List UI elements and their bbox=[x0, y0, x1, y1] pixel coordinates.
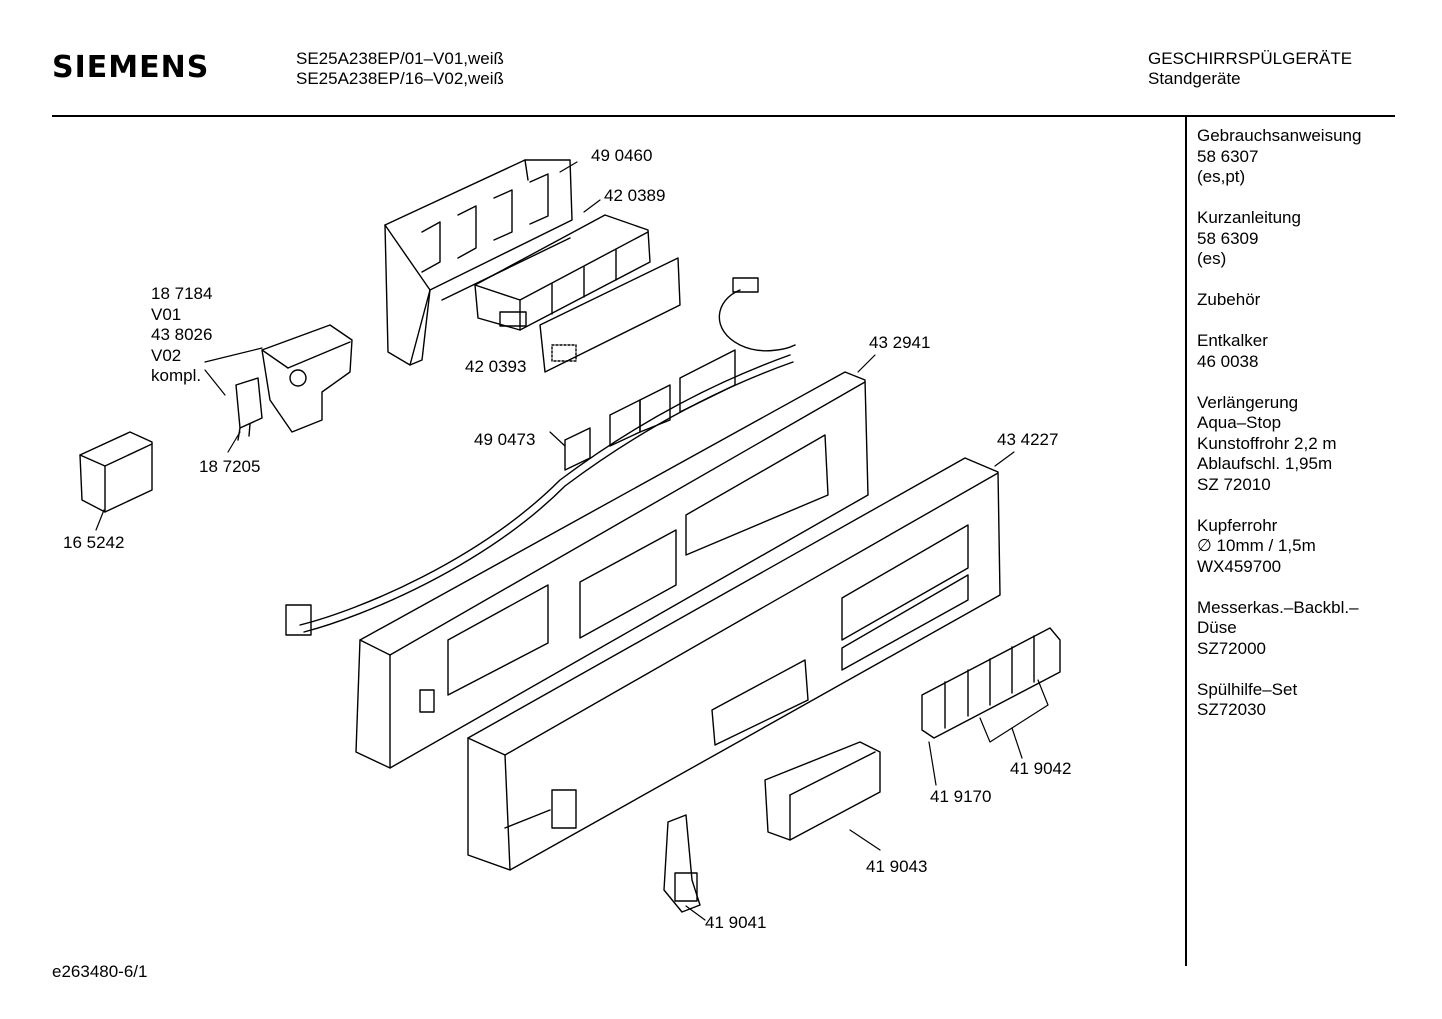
sidebar-group-manual: Gebrauchsanweisung 58 6307 (es,pt) bbox=[1197, 126, 1437, 188]
sidebar-group-quick-guide: Kurzanleitung 58 6309 (es) bbox=[1197, 208, 1437, 270]
sidebar-line: Spülhilfe–Set bbox=[1197, 679, 1298, 699]
switch-187205 bbox=[235, 377, 263, 441]
sidebar-line: Kupferrohr bbox=[1197, 515, 1278, 535]
sidebar-line: Kunstoffrohr 2,2 m bbox=[1197, 433, 1337, 453]
sidebar-line: Verlängerung bbox=[1197, 392, 1299, 412]
part-label: 43 2941 bbox=[869, 333, 931, 352]
brand-logo: SIEMENS bbox=[52, 50, 210, 85]
document-id: e263480-6/1 bbox=[52, 962, 148, 981]
part-label: 18 7205 bbox=[199, 457, 261, 476]
sidebar-line: (es) bbox=[1197, 249, 1227, 268]
sidebar-line: (es,pt) bbox=[1197, 167, 1246, 186]
category-title: GESCHIRRSPÜLGERÄTE bbox=[1148, 49, 1353, 68]
model-line: SE25A238EP/01–V01,weiß bbox=[296, 49, 504, 68]
sidebar-group-cutlery-nozzle: Messerkas.–Backbl.– Düse SZ72000 bbox=[1197, 598, 1437, 660]
slider-419041 bbox=[663, 814, 701, 913]
button-block-420389 bbox=[474, 214, 651, 331]
part-label: 41 9041 bbox=[705, 913, 767, 932]
sidebar-group-extension: Verlängerung Aqua–Stop Kunstoffrohr 2,2 … bbox=[1197, 393, 1437, 496]
sidebar-group-accessories: Zubehör bbox=[1197, 290, 1437, 311]
sidebar-line: SZ72030 bbox=[1197, 700, 1266, 719]
display-foil-420393 bbox=[539, 257, 681, 373]
sidebar-line: Zubehör bbox=[1197, 290, 1261, 309]
front-panel-434227 bbox=[467, 457, 1001, 871]
sidebar-line: Gebrauchsanweisung bbox=[1197, 126, 1362, 145]
sidebar-group-copper-pipe: Kupferrohr ∅ 10mm / 1,5m WX459700 bbox=[1197, 516, 1437, 578]
parts-illustration bbox=[79, 159, 1061, 921]
panel-frame-432941 bbox=[355, 371, 869, 769]
relay-165242 bbox=[79, 431, 153, 513]
leader-lines bbox=[95, 161, 1049, 921]
part-label: 41 9043 bbox=[866, 857, 928, 876]
header-divider bbox=[52, 115, 1395, 117]
sidebar-line: Entkalker bbox=[1197, 331, 1268, 350]
sidebar-line: Kurzanleitung bbox=[1197, 208, 1301, 227]
sidebar-line: SZ 72010 bbox=[1197, 474, 1271, 494]
sidebar-line: 58 6307 bbox=[1197, 146, 1259, 166]
part-label: 49 0460 bbox=[591, 146, 653, 165]
sidebar-group-descaler: Entkalker 46 0038 bbox=[1197, 331, 1437, 372]
sidebar-line: Messerkas.–Backbl.– bbox=[1197, 597, 1359, 617]
sidebar-divider bbox=[1185, 117, 1187, 966]
accessories-sidebar: Gebrauchsanweisung 58 6307 (es,pt) Kurza… bbox=[1197, 126, 1437, 741]
part-label: 41 9042 bbox=[1010, 759, 1072, 778]
part-label: 18 7184 V01 43 8026 V02 kompl. bbox=[151, 284, 213, 385]
sidebar-line: Düse bbox=[1197, 618, 1237, 637]
valve-187184 bbox=[261, 324, 353, 433]
part-label: 49 0473 bbox=[474, 430, 536, 449]
electronic-module-490460 bbox=[384, 159, 573, 366]
model-list: SE25A238EP/01–V01,weiß SE25A238EP/16–V02… bbox=[296, 49, 504, 89]
rocker-419043 bbox=[764, 741, 881, 841]
sidebar-line: Ablaufschl. 1,95m bbox=[1197, 454, 1333, 473]
sidebar-group-rinse-aid: Spülhilfe–Set SZ72030 bbox=[1197, 680, 1437, 721]
button-row-419042 bbox=[921, 627, 1061, 739]
category: GESCHIRRSPÜLGERÄTE Standgeräte bbox=[1148, 49, 1352, 89]
part-label: 42 0393 bbox=[465, 357, 527, 376]
part-label: 42 0389 bbox=[604, 186, 666, 205]
sidebar-line: Aqua–Stop bbox=[1197, 413, 1282, 432]
sidebar-line: SZ72000 bbox=[1197, 638, 1266, 658]
sidebar-line: WX459700 bbox=[1197, 556, 1282, 576]
cable-harness-490473 bbox=[285, 277, 796, 636]
exploded-parts-drawing: 49 0460 42 0389 18 7184 V01 43 8026 V02 … bbox=[63, 146, 1072, 932]
model-line: SE25A238EP/16–V02,weiß bbox=[296, 69, 504, 88]
sidebar-line: 58 6309 bbox=[1197, 228, 1259, 248]
part-label: 43 4227 bbox=[997, 430, 1059, 449]
part-label: 16 5242 bbox=[63, 533, 125, 552]
category-subtitle: Standgeräte bbox=[1148, 69, 1241, 88]
sidebar-line: ∅ 10mm / 1,5m bbox=[1197, 536, 1316, 555]
part-label: 41 9170 bbox=[930, 787, 992, 806]
sidebar-line: 46 0038 bbox=[1197, 351, 1259, 371]
